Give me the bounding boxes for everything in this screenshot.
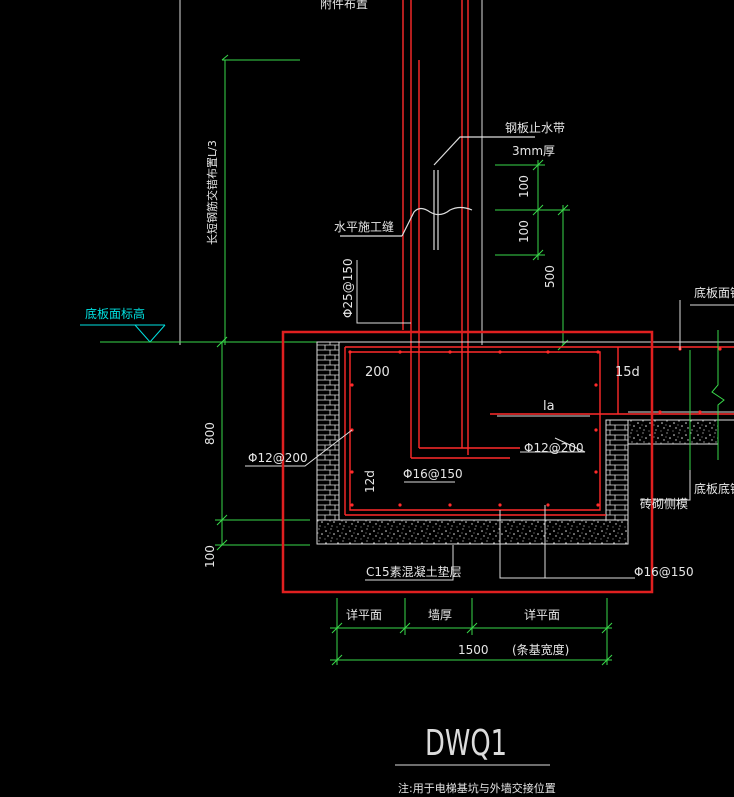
bottom-dims	[330, 598, 613, 666]
label-dim-wall: 墙厚	[428, 608, 452, 622]
label-rebar-12-left: Φ12@200	[248, 451, 308, 465]
label-dim-100b: 100	[517, 220, 531, 243]
label-steel-thickness: 3mm厚	[512, 144, 555, 158]
note-text: 注:用于电梯基坑与外墙交接位置	[398, 781, 556, 795]
label-long-bar: 长短钢筋交错布置L/3	[205, 140, 219, 245]
label-brick-side: 砖砌侧模	[640, 496, 688, 511]
wall-outline	[179, 0, 483, 345]
label-rebar-16-bottom: Φ16@150	[634, 565, 694, 579]
label-floor-bottom-rebar: 底板底钢	[694, 481, 734, 496]
label-dim-12d: 12d	[363, 470, 377, 493]
label-rebar-16-top: Φ16@150	[403, 467, 463, 481]
label-steel-waterstop: 钢板止水带	[505, 121, 565, 135]
label-dim-100a: 100	[517, 175, 531, 198]
drawing-title: DWQ1	[425, 723, 507, 764]
label-dim-1500: 1500	[458, 643, 489, 657]
label-dim-15d: 15d	[615, 365, 640, 380]
rebar25-leader	[356, 260, 411, 324]
label-dim-100c: 100	[203, 545, 217, 568]
label-dim-detail-1: 详平面	[346, 607, 382, 622]
long-bar-dim	[221, 54, 300, 345]
steel-waterstop	[340, 136, 535, 250]
left-dims	[215, 336, 310, 551]
rebar-leaders	[245, 300, 734, 581]
rebar-dots	[348, 347, 722, 507]
label-floor-rebar: 底板面钢	[694, 285, 734, 300]
wall-rebar	[402, 0, 520, 459]
foundation-block	[316, 341, 734, 545]
right-dims	[495, 159, 570, 351]
floor-elev-marker	[80, 324, 166, 343]
label-top-cut: 附件布置	[320, 0, 368, 11]
label-dim-la: la	[543, 399, 555, 414]
break-symbol	[689, 330, 725, 470]
label-dim-width: (条基宽度)	[512, 642, 569, 657]
label-rebar-25: Φ25@150	[341, 258, 355, 318]
label-dim-800: 800	[203, 422, 217, 445]
label-floor-elev: 底板面标高	[85, 306, 145, 321]
highlight-box[interactable]	[281, 330, 654, 594]
label-concrete-pad: C15素混凝土垫层	[366, 564, 462, 579]
label-dim-detail-2: 详平面	[524, 607, 560, 622]
label-rebar-12-right: Φ12@200	[524, 441, 584, 455]
label-dim-200: 200	[365, 365, 390, 380]
label-horizontal-joint: 水平施工缝	[334, 219, 394, 234]
label-dim-500: 500	[543, 265, 557, 288]
